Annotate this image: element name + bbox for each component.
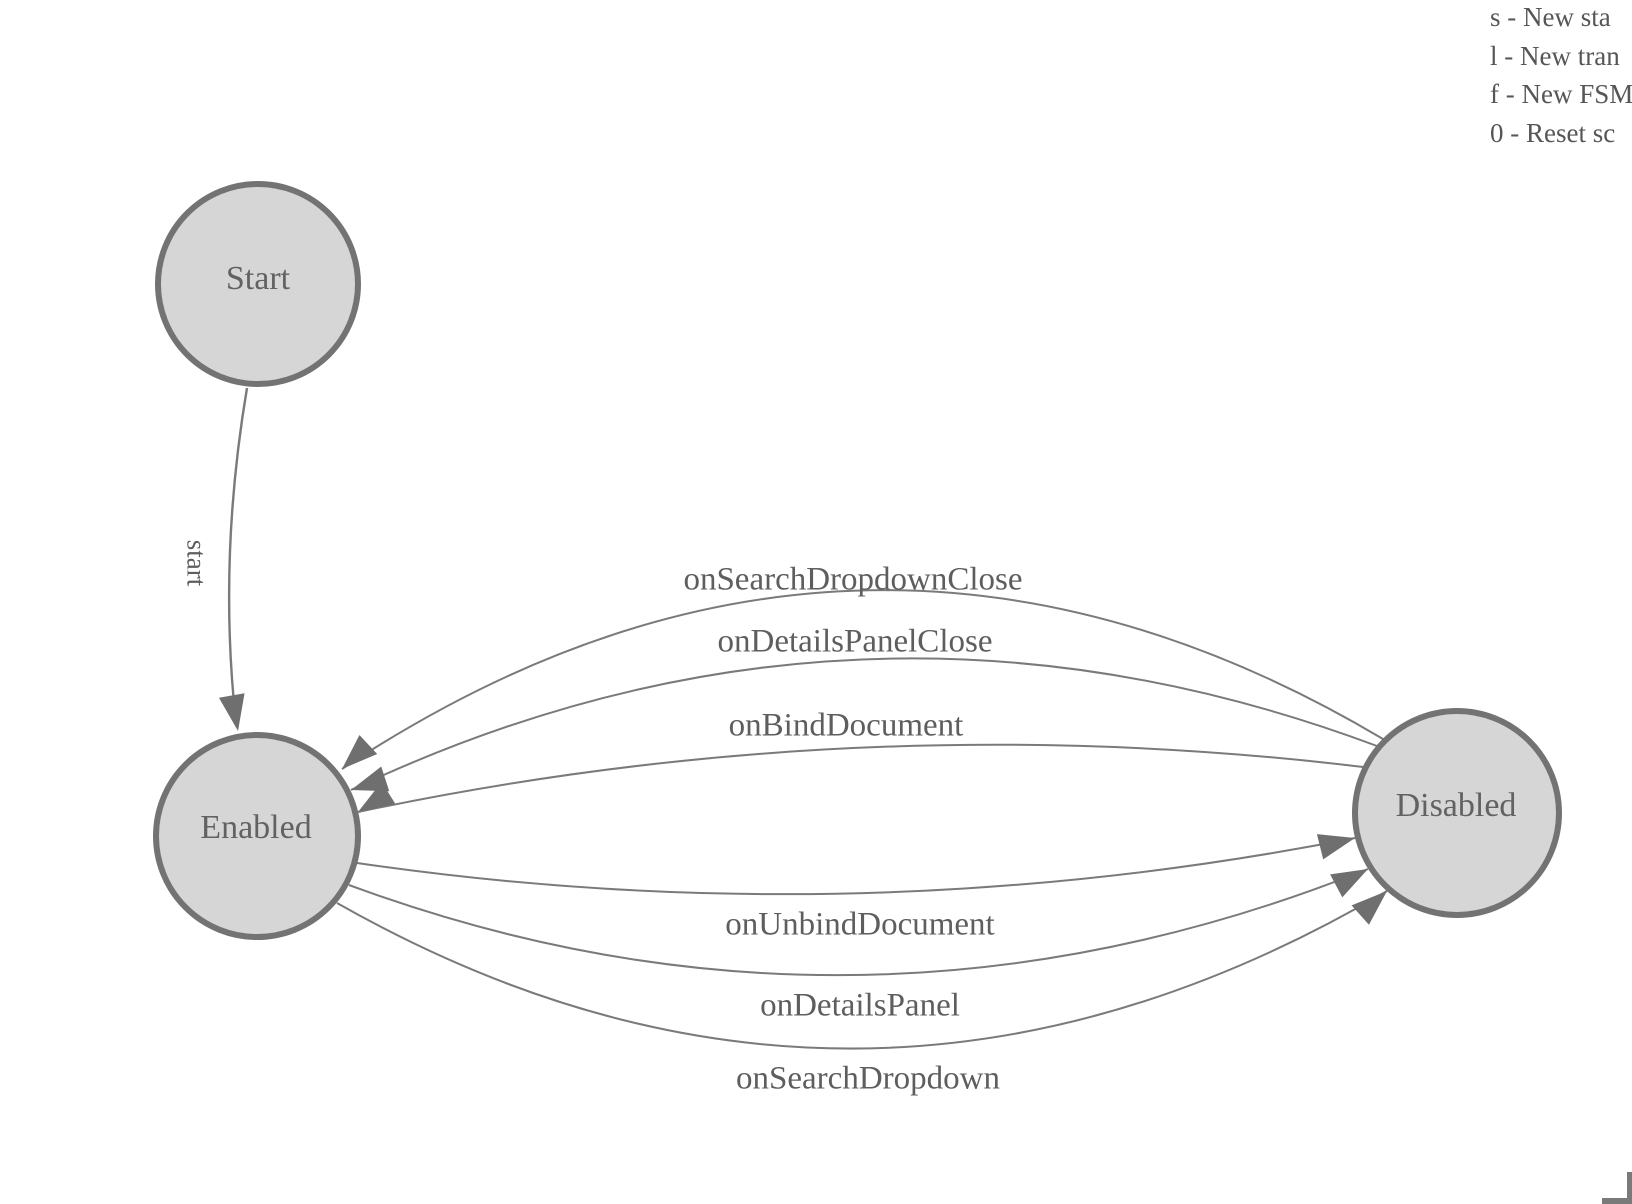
edge-label: onDetailsPanelClose [718,624,993,660]
corner-frame [1602,1172,1632,1204]
edge-onBindDocument[interactable]: onBindDocument [351,708,1364,823]
node-start[interactable]: Start [155,181,361,387]
edge-wire[interactable] [356,837,1356,896]
arrowhead-icon [358,781,396,812]
edge-label: start [182,540,212,587]
edge-onUnbindDocument[interactable]: onUnbindDocument [356,825,1358,943]
node-label: Disabled [1396,787,1517,824]
legend-line-reset: 0 - Reset sc [1490,117,1616,148]
edge-start[interactable]: start [182,387,251,733]
arrowhead-icon [1316,834,1355,860]
edge-label: onSearchDropdown [736,1061,1000,1097]
node-enabled[interactable]: Enabled [153,732,361,940]
edge-label: onDetailsPanel [760,988,960,1024]
edge-onDetailsPanelClose[interactable]: onDetailsPanelClose [347,624,1378,803]
edge-start-wire[interactable] [227,387,249,724]
arrowhead-icon [1351,891,1387,925]
edge-wire[interactable] [348,868,1369,977]
legend-line-new-state: s - New sta [1490,2,1611,32]
edge-label: onBindDocument [729,708,964,744]
node-circle[interactable] [153,732,361,940]
legend-line-new-transition: l - New tran [1490,40,1620,71]
node-disabled[interactable]: Disabled [1352,708,1562,918]
corner-frame-horizontal [1602,1198,1632,1204]
edge-wire[interactable] [341,589,1384,770]
shortcut-legend: s - New sta l - New tran f - New FSM 0 -… [1490,0,1632,152]
edge-onSearchDropdown[interactable]: onSearchDropdown [336,881,1396,1097]
edge-onSearchDropdownClose[interactable]: onSearchDropdownClose [333,562,1384,779]
edge-onDetailsPanel[interactable]: onDetailsPanel [348,858,1374,1024]
arrowhead-icon [218,693,245,731]
legend-line-new-fsm: f - New FSM [1490,79,1632,109]
edge-label: onUnbindDocument [725,907,994,943]
node-label: Enabled [200,809,311,846]
node-circle[interactable] [1352,708,1562,918]
corner-frame-vertical [1627,1172,1632,1204]
arrowhead-icon [1330,869,1368,898]
edge-wire[interactable] [350,657,1378,791]
edge-wire[interactable] [357,743,1364,813]
node-label: Start [226,260,291,297]
edge-wire[interactable] [336,890,1388,1050]
node-circle[interactable] [155,181,361,387]
arrowhead-icon [342,734,378,769]
edge-label: onSearchDropdownClose [683,562,1022,598]
